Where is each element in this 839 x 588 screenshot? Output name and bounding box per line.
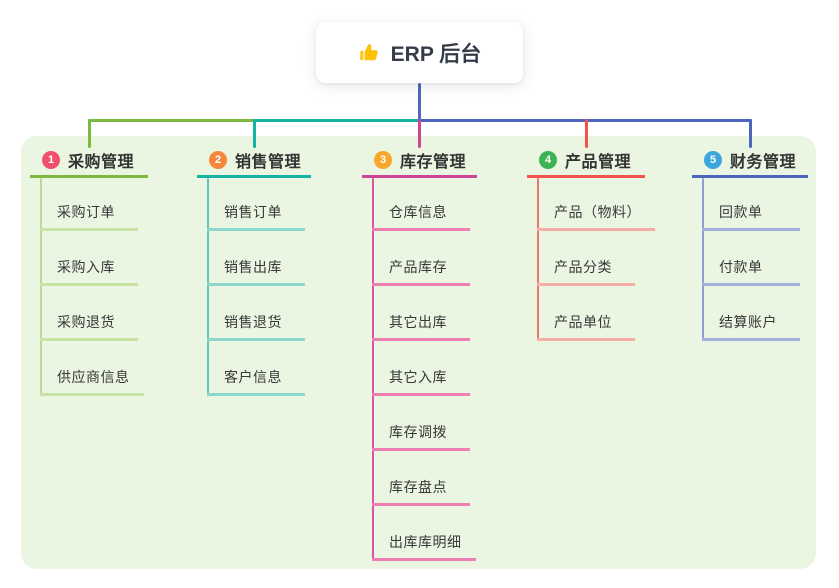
branch-title-node[interactable]: 1 采购管理 [30,145,148,178]
children-connector-line [372,178,374,561]
children-connector-line [40,178,42,396]
child-node-label: 回款单 [719,204,763,220]
child-node[interactable]: 回款单 [702,201,800,231]
child-node-label: 产品单位 [554,314,612,330]
child-node[interactable]: 仓库信息 [372,201,470,231]
branches-background-panel [21,136,816,569]
branch-number-badge: 4 [539,151,557,169]
child-node[interactable]: 其它出库 [372,311,470,341]
branch-title-label: 产品管理 [565,154,632,171]
branch-drop-line [748,119,752,148]
branch-column: 5 财务管理 回款单付款单结算账户 [692,0,808,588]
child-node-label: 销售订单 [224,204,282,220]
branch-title-label: 销售管理 [235,154,302,171]
child-node[interactable]: 结算账户 [702,311,800,341]
child-node-label: 采购退货 [57,314,115,330]
child-node[interactable]: 产品（物料） [537,201,655,231]
child-node-label: 产品（物料） [554,204,641,220]
branch-title-label: 财务管理 [730,154,797,171]
root-node-label: ERP 后台 [390,42,482,66]
child-node[interactable]: 客户信息 [207,366,305,396]
child-node-label: 客户信息 [224,369,282,385]
children-connector-line [702,178,704,341]
child-node[interactable]: 出库库明细 [372,531,476,561]
child-node-label: 结算账户 [719,314,777,330]
child-node-label: 仓库信息 [389,204,447,220]
branch-number-badge: 5 [704,151,722,169]
branch-title-label: 采购管理 [68,154,135,171]
branch-number-badge: 2 [209,151,227,169]
child-node[interactable]: 产品分类 [537,256,635,286]
child-node[interactable]: 销售订单 [207,201,305,231]
child-node-label: 产品分类 [554,259,612,275]
child-node[interactable]: 产品单位 [537,311,635,341]
trunk-line-segment [87,119,256,122]
trunk-line-segment [252,119,421,122]
branch-column: 1 采购管理 采购订单采购入库采购退货供应商信息 [30,0,148,588]
branch-drop-line [584,119,588,148]
branch-drop-line [87,119,91,148]
child-node[interactable]: 付款单 [702,256,800,286]
child-node[interactable]: 采购退货 [40,311,138,341]
child-node-label: 库存盘点 [389,479,447,495]
child-node[interactable]: 销售退货 [207,311,305,341]
child-node[interactable]: 其它入库 [372,366,470,396]
children-connector-line [537,178,539,341]
child-node-label: 付款单 [719,259,763,275]
child-node[interactable]: 销售出库 [207,256,305,286]
child-node[interactable]: 库存调拨 [372,421,470,451]
child-node-label: 销售退货 [224,314,282,330]
child-node-label: 出库库明细 [389,534,462,550]
branch-drop-line [252,119,256,148]
branch-column: 2 销售管理 销售订单销售出库销售退货客户信息 [197,0,311,588]
child-node[interactable]: 采购订单 [40,201,138,231]
thumbs-up-icon [359,44,378,61]
child-node-label: 其它入库 [389,369,447,385]
branch-title-node[interactable]: 4 产品管理 [527,145,645,178]
child-node-label: 销售出库 [224,259,282,275]
branch-number-badge: 1 [42,151,60,169]
child-node[interactable]: 产品库存 [372,256,470,286]
branch-column: 4 产品管理 产品（物料） 产品分类产品单位 [527,0,655,588]
branch-title-node[interactable]: 3 库存管理 [362,145,477,178]
child-node-label: 采购订单 [57,204,115,220]
child-node-label: 其它出库 [389,314,447,330]
branch-title-label: 库存管理 [400,154,467,171]
child-node-label: 库存调拨 [389,424,447,440]
child-node-label: 供应商信息 [57,369,130,385]
branch-drop-line [418,119,421,148]
child-node[interactable]: 供应商信息 [40,366,144,396]
child-node-label: 产品库存 [389,259,447,275]
branch-number-badge: 3 [374,151,392,169]
children-connector-line [207,178,209,396]
child-node[interactable]: 库存盘点 [372,476,470,506]
branch-column: 3 库存管理 仓库信息产品库存其它出库其它入库库存调拨库存盘点出库库明细 [362,0,477,588]
child-node[interactable]: 采购入库 [40,256,138,286]
branch-title-node[interactable]: 5 财务管理 [692,145,808,178]
root-connector-line [418,83,421,122]
branch-title-node[interactable]: 2 销售管理 [197,145,311,178]
root-node-erp[interactable]: ERP 后台 [316,22,523,83]
child-node-label: 采购入库 [57,259,115,275]
